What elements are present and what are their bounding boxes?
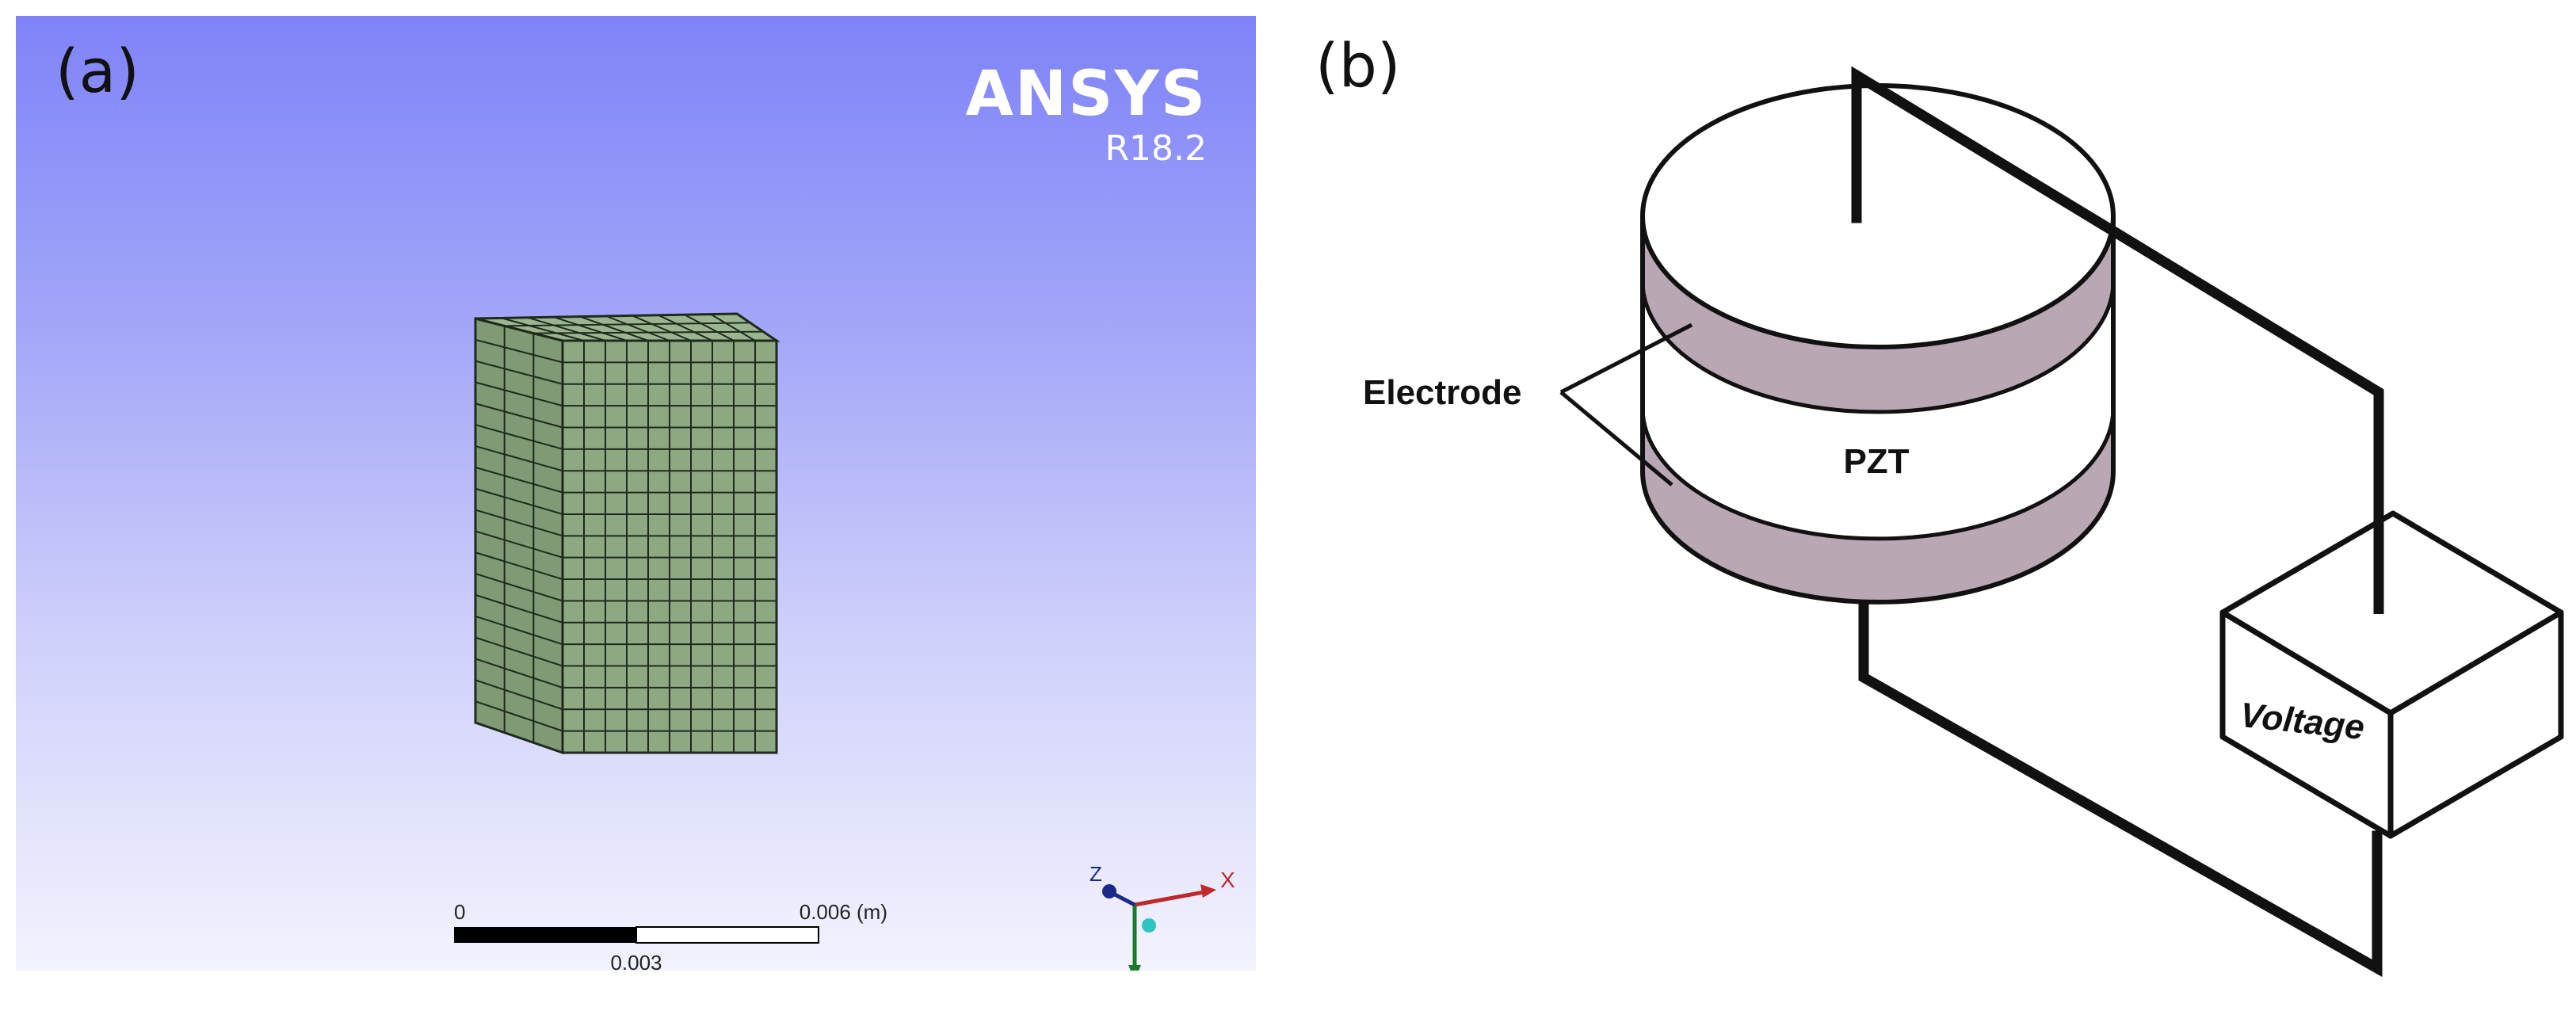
mesh-top-line [527,316,606,341]
ansys-viewport: (a) ANSYS R18.2 0 0.003 0.006 (m) X [16,16,1256,971]
mesh-side-hline [475,593,563,624]
electrode-leader-bottom [1559,391,1673,486]
mesh-side-hline [475,679,563,711]
mesh-svg: 0 0.003 0.006 (m) X Y Z [454,312,1235,971]
mesh-side-hline [475,402,563,429]
mesh-top-line [684,314,735,341]
scale-bar-end: 0.006 (m) [800,900,887,924]
ansys-version: R18.2 [1105,128,1207,169]
cylinder-top-face [1640,83,2116,349]
scale-bar-black [454,927,636,943]
mesh-side-hline [475,658,563,689]
scale-bar-start: 0 [454,900,465,924]
mesh-side-hline [475,636,563,667]
electrode-leader-top [1559,322,1693,395]
triad-z-axis [1112,891,1136,907]
mesh-top-line [579,315,649,341]
triad-x-axis [1134,889,1209,907]
triad-z-label: Z [1090,862,1102,886]
meshed-block[interactable] [474,312,780,755]
circuit-wires [1851,66,2384,978]
scale-bar: 0 0.003 0.006 (m) [454,900,887,971]
mesh-side-hline [475,381,563,407]
mesh-top-line [501,317,585,341]
wire-top [1851,66,2384,620]
triad-origin-marker [1142,918,1156,933]
electrode-label: Electrode [1363,373,1522,412]
triad-x-arrow [1200,884,1216,898]
mesh-top-line [605,315,670,341]
mesh-side-hline [475,445,563,472]
mesh-side-hline [475,360,563,385]
mesh-top-line [658,314,713,341]
electrode-callout: Electrode [1363,322,1693,486]
mesh-side-hline [475,487,563,515]
mesh-top-line [632,315,692,341]
mesh-side-hline [475,530,563,559]
voltage-source[interactable]: Voltage [2219,507,2564,839]
panel-label-b: (b) [1315,30,1401,101]
mesh-top-line [710,313,756,341]
panel-label-a: (a) [55,36,139,106]
mesh-side-hline [475,338,563,364]
ansys-brand: ANSYS R18.2 [966,63,1207,166]
triad-y-arrow [1128,965,1141,971]
electrode-bottom [1643,408,2113,602]
mesh-side-hline [475,573,563,602]
mesh-top-line [504,322,750,327]
mesh-top-line [553,316,628,341]
triad-x-label: X [1220,868,1235,892]
mesh-side-hline [475,700,563,732]
voltage-box-side [2387,609,2564,839]
triad-z-arrow [1102,884,1116,898]
mesh-top-line [533,330,764,334]
mesh-side-hline [475,424,563,450]
scale-bar-white [635,926,819,944]
mesh-side-hline [475,551,563,581]
pzt-label: PZT [1843,442,1909,481]
wire-bottom [1858,601,2383,978]
electrode-top [1643,216,2113,412]
mesh-side-hline [475,615,563,646]
pzt-cylinder[interactable]: PZT [1640,83,2116,606]
mesh-side-hline [475,509,563,537]
coordinate-triad: X Y Z [1090,862,1235,971]
mesh-side-hline [475,466,563,494]
scale-bar-mid: 0.003 [610,951,662,971]
ansys-logo-text: ANSYS [965,59,1207,130]
